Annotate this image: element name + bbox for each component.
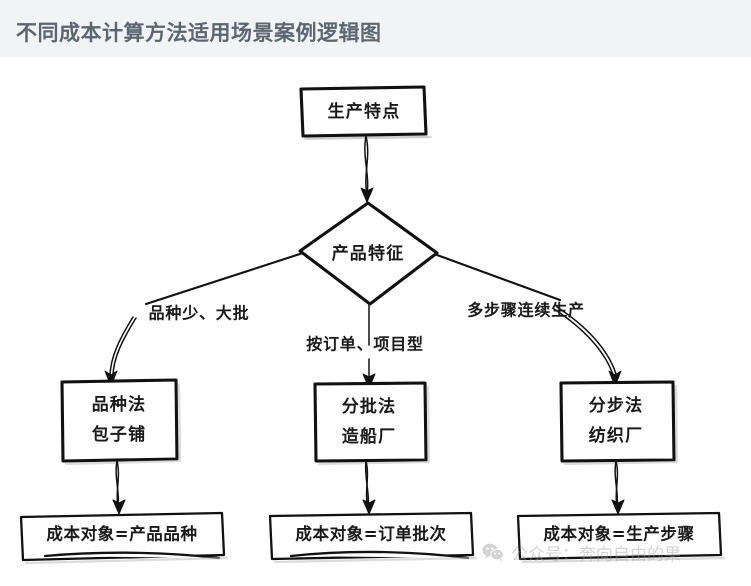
node-method-middle[interactable]: 分批法 造船厂 <box>313 381 431 466</box>
edge-decision-left-curve-b <box>112 317 137 378</box>
node-method-left[interactable]: 品种法 包子铺 <box>60 378 182 466</box>
node-method-left-line1: 品种法 <box>92 394 147 415</box>
node-result-left-bottom-curve <box>43 551 221 560</box>
node-result-middle-bottom-curve <box>289 550 470 560</box>
edge-mr-result-arrowhead <box>611 499 625 515</box>
node-result-middle[interactable]: 成本对象=订单批次 <box>268 511 478 564</box>
node-method-right-box <box>559 380 676 463</box>
node-start-box <box>299 85 428 138</box>
edge-mm-result-arrowhead <box>362 499 376 515</box>
node-method-left-box <box>60 378 179 463</box>
page-title: 不同成本计算方法适用场景案例逻辑图 <box>16 21 382 45</box>
node-method-left-shadow <box>64 383 182 466</box>
node-method-middle-box <box>313 381 428 463</box>
edge-start-decision-arrowhead <box>360 187 374 203</box>
edge-label-left: 品种少、大批 <box>149 304 250 323</box>
node-method-right-shadow <box>563 384 679 466</box>
edge-decision-left-arrowhead <box>104 370 118 387</box>
edge-decision-left <box>104 251 305 387</box>
node-result-left-box <box>19 511 226 562</box>
node-start[interactable]: 生产特点 <box>299 85 433 141</box>
flowchart-svg: 生产特点 产品特征 <box>19 85 726 565</box>
node-decision-body <box>298 201 439 306</box>
node-result-middle-label: 成本对象=订单批次 <box>295 524 446 544</box>
node-method-right-line1: 分步法 <box>589 395 644 416</box>
node-method-middle-line1: 分批法 <box>342 396 397 417</box>
edge-method-middle-to-result <box>362 460 376 515</box>
header-bar: 不同成本计算方法适用场景案例逻辑图 <box>0 0 751 57</box>
edge-start-to-decision <box>360 135 374 203</box>
diagram-canvas: 生产特点 产品特征 <box>0 57 751 586</box>
edge-decision-right-curve-a <box>553 308 614 376</box>
edge-decision-right-arrowhead <box>608 370 622 387</box>
edge-decision-middle-arrowhead <box>362 373 376 389</box>
edge-label-right: 多步骤连续生产 <box>467 301 585 320</box>
edge-decision-middle <box>362 303 376 389</box>
node-result-middle-shadow <box>273 556 478 564</box>
edge-decision-right <box>435 253 622 387</box>
edge-ml-result-arrowhead <box>112 499 126 515</box>
node-decision[interactable]: 产品特征 <box>298 201 439 306</box>
node-method-left-line2: 包子铺 <box>92 424 147 445</box>
node-result-left-shadow <box>24 556 229 565</box>
node-method-right-line2: 纺织厂 <box>589 425 644 446</box>
node-result-right-shadow <box>521 556 726 564</box>
edge-decision-right-segment <box>435 253 562 302</box>
edge-method-right-to-result <box>611 460 625 515</box>
node-result-right-box <box>516 511 723 561</box>
edge-decision-left-curve-a <box>109 316 134 378</box>
node-method-middle-line2: 造船厂 <box>342 426 397 447</box>
node-result-left-label: 成本对象=产品品种 <box>46 524 197 544</box>
edge-label-middle: 按订单、项目型 <box>306 335 424 354</box>
node-decision-label: 产品特征 <box>332 243 405 264</box>
node-method-right[interactable]: 分步法 纺织厂 <box>559 380 679 466</box>
edge-start-decision-line-b <box>365 135 369 195</box>
edge-method-left-to-result <box>112 460 126 515</box>
node-result-middle-box <box>268 511 475 561</box>
node-method-middle-shadow <box>317 385 431 466</box>
node-result-right-label: 成本对象=生产步骤 <box>543 524 694 544</box>
node-start-label: 生产特点 <box>328 101 401 122</box>
edge-decision-left-segment <box>144 251 305 306</box>
node-result-left[interactable]: 成本对象=产品品种 <box>19 511 229 565</box>
node-result-right[interactable]: 成本对象=生产步骤 <box>516 511 726 564</box>
edge-decision-right-curve-b <box>556 306 617 375</box>
